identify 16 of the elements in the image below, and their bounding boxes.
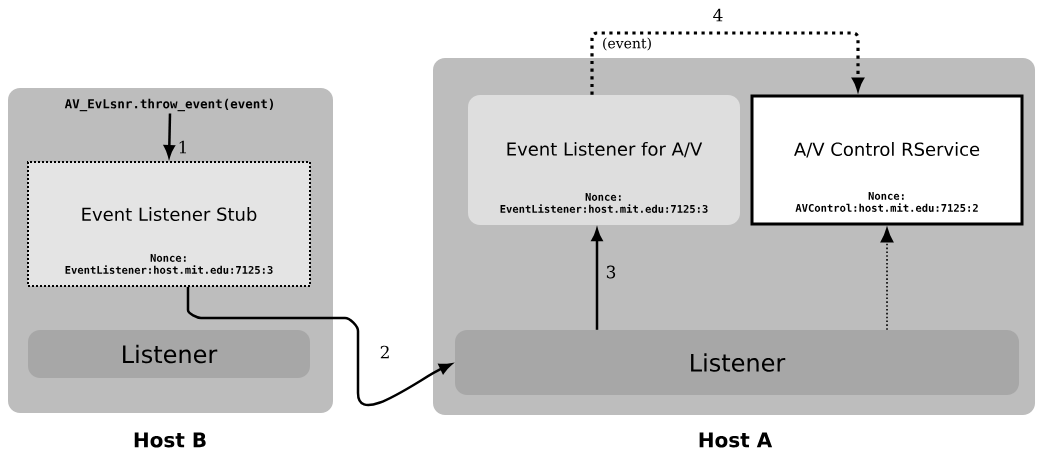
arrow [186,287,452,407]
listener-bar: Listener [455,330,1019,395]
component-box: Event Listener for A/V Nonce: EventListener:host.mit.edu:7125:3 [468,95,740,225]
listener-bar: Listener [28,330,310,378]
node-label: Host B [134,432,206,448]
annotation-text: (event) [603,37,651,51]
stub-box: Event Listener Stub Nonce: EventListener:host.mit.edu:7125:3 [27,161,311,287]
arrow [880,227,894,331]
arrow [590,31,864,95]
component-box: A/V Control RService Nonce: AVControl:host.mit.edu:7125:2 [750,94,1024,226]
edge-label: 2 [378,344,392,360]
arrow [591,228,603,330]
code-text: AV_EvLsnr.throw_event(event) [64,98,273,112]
arrow [163,113,175,158]
edge-label: 4 [711,7,725,23]
node-label: Host A [699,432,773,448]
